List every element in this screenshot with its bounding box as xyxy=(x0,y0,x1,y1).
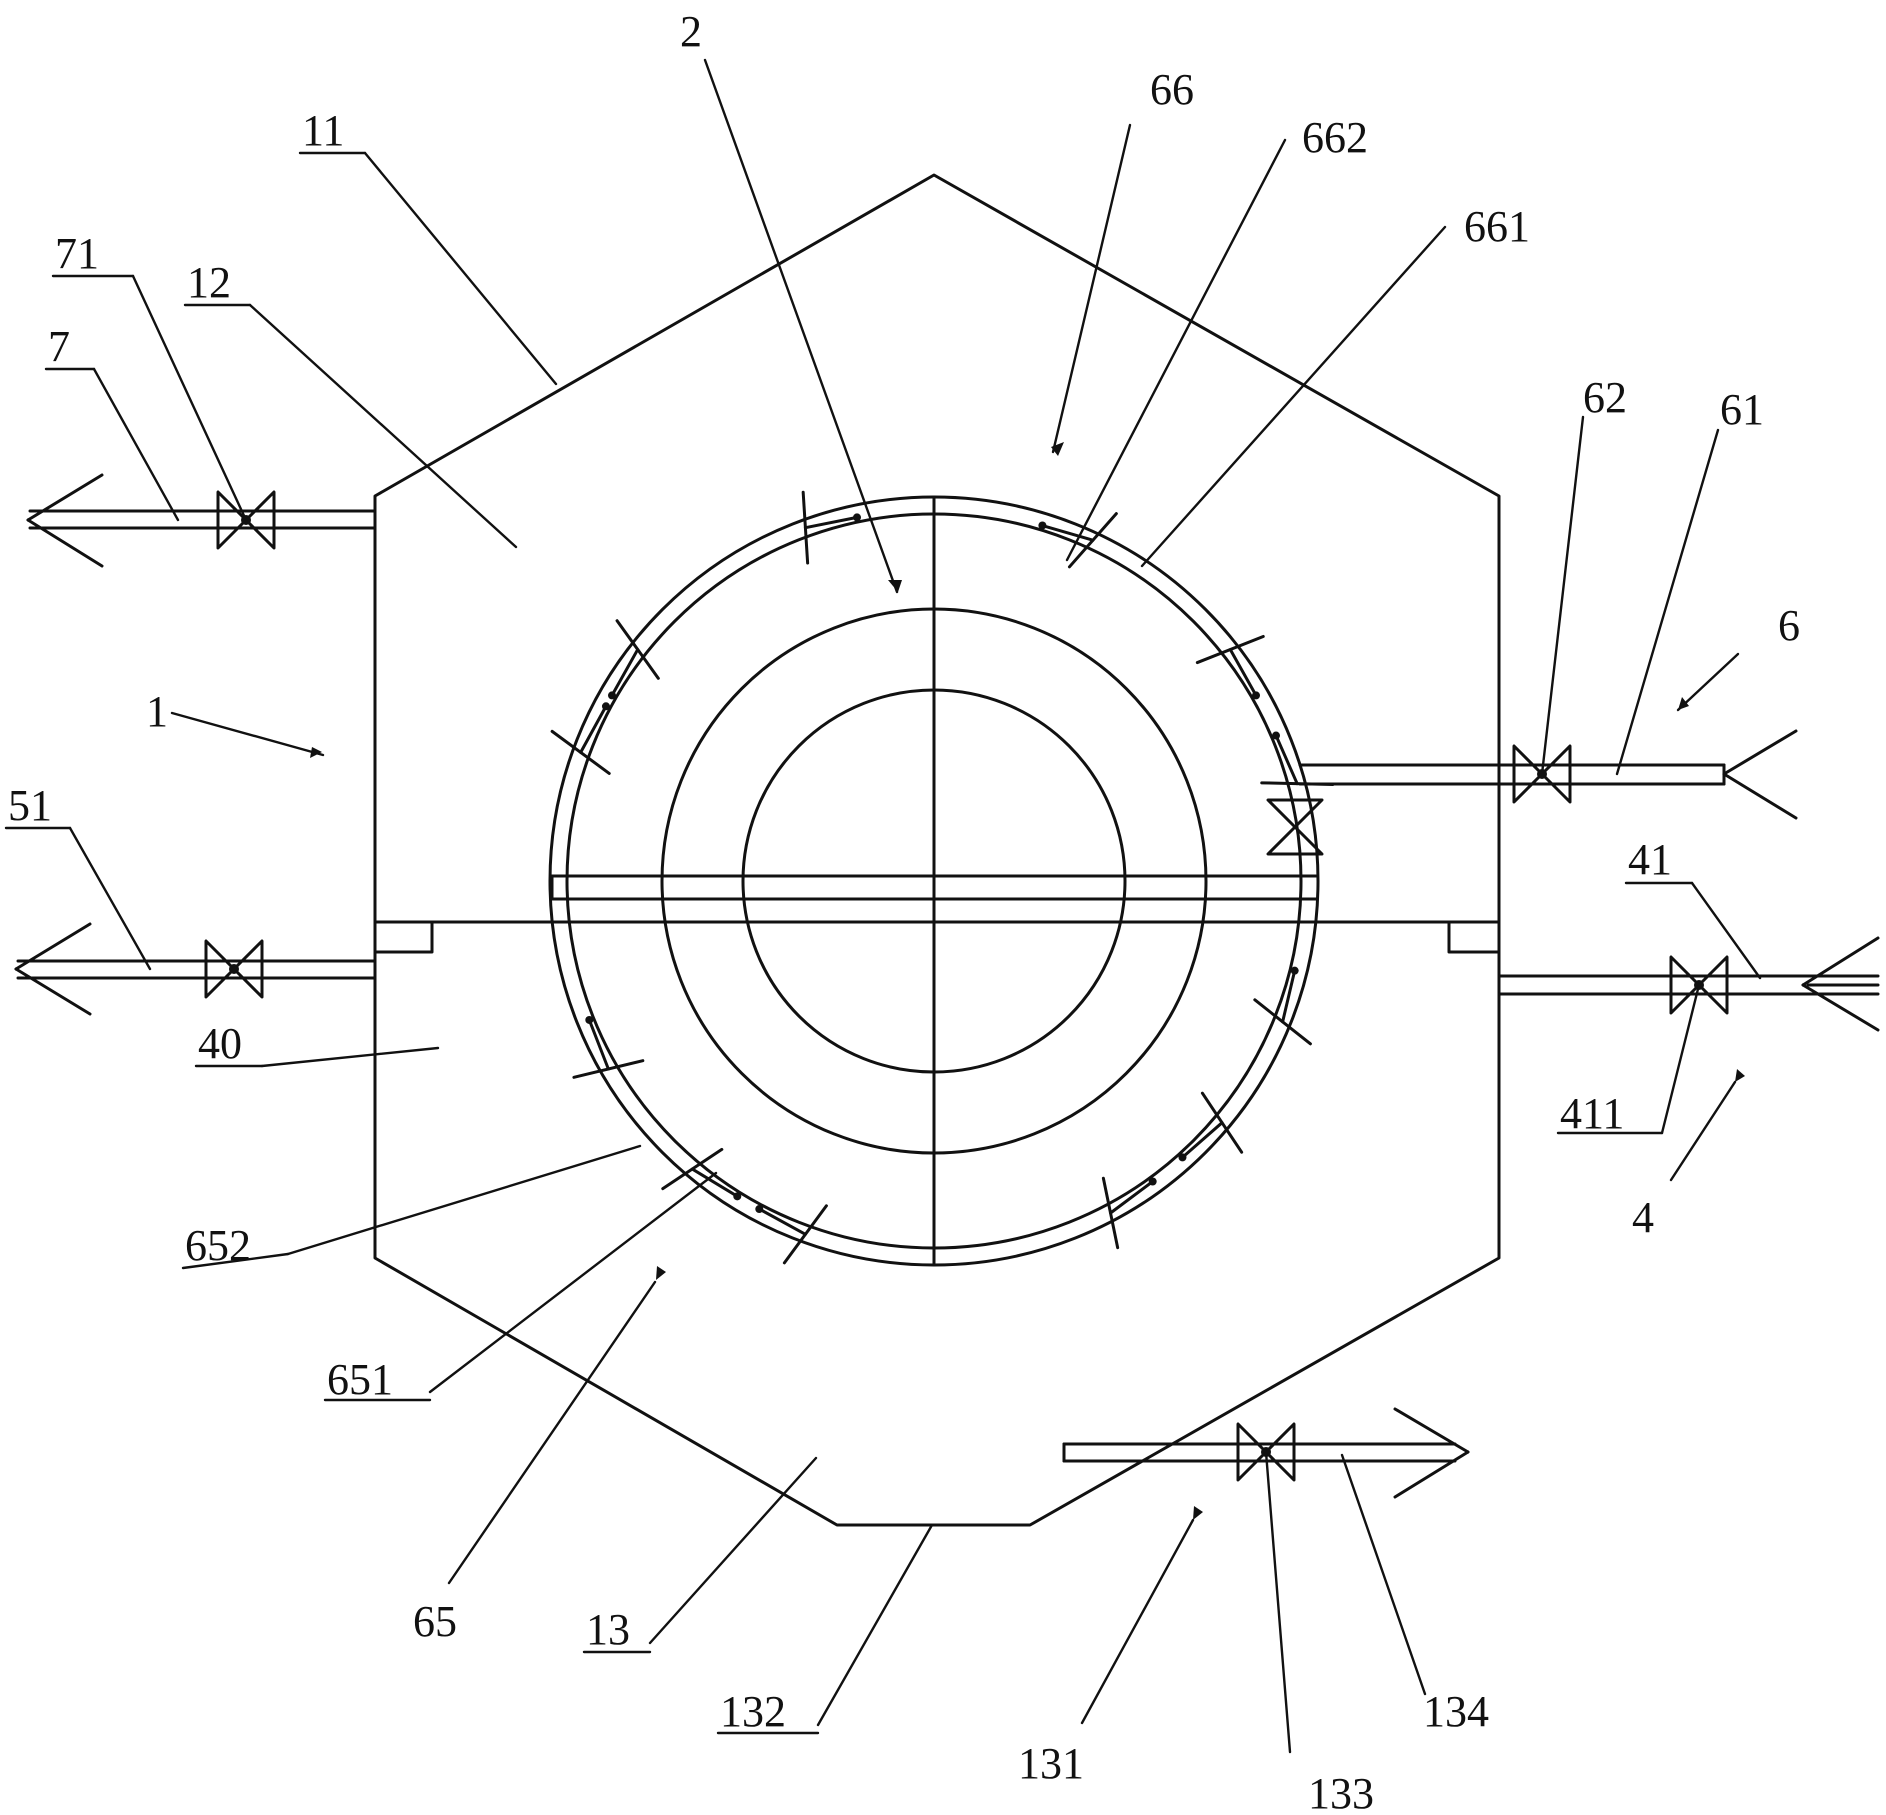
housing xyxy=(373,173,1501,1527)
valve-inner-icon xyxy=(1266,798,1324,856)
label-62: 62 xyxy=(1583,373,1627,422)
nozzle-marker xyxy=(607,619,660,700)
label-1: 1 xyxy=(146,687,168,736)
label-12: 12 xyxy=(187,258,231,307)
label-133: 133 xyxy=(1308,1769,1374,1815)
label-661: 661 xyxy=(1464,202,1530,251)
nozzle-marker xyxy=(1195,634,1265,700)
label-7: 7 xyxy=(48,322,70,371)
label-2: 2 xyxy=(680,7,702,56)
rotor xyxy=(548,495,1320,1267)
label-40: 40 xyxy=(198,1019,242,1068)
label-13: 13 xyxy=(586,1605,630,1654)
housing-upper xyxy=(373,173,1501,924)
arrow-indicators xyxy=(310,442,1745,1520)
label-51: 51 xyxy=(8,781,52,830)
valve-411-icon xyxy=(1669,955,1729,1015)
nozzle-marker xyxy=(1178,1091,1244,1162)
label-11: 11 xyxy=(302,106,344,155)
label-66: 66 xyxy=(1150,65,1194,114)
label-4: 4 xyxy=(1632,1193,1654,1242)
pipe-51 xyxy=(14,922,377,1016)
label-65: 65 xyxy=(413,1597,457,1646)
nozzle-marker xyxy=(550,702,611,775)
leader-lines xyxy=(68,58,1762,1754)
pipe-61 xyxy=(1266,729,1798,856)
pipe-134 xyxy=(1062,1407,1470,1499)
nozzle-marker xyxy=(755,1204,828,1265)
label-6: 6 xyxy=(1778,601,1800,650)
label-131: 131 xyxy=(1018,1739,1084,1788)
label-71: 71 xyxy=(55,229,99,278)
label-662: 662 xyxy=(1302,113,1368,162)
pipe-41 xyxy=(1497,936,1880,1032)
nozzle-marker xyxy=(1260,731,1335,787)
nozzle-marker xyxy=(1101,1176,1157,1250)
labels: 2 66 662 661 11 71 12 7 1 62 61 6 41 51 … xyxy=(8,7,1800,1815)
label-411: 411 xyxy=(1560,1089,1624,1138)
label-134: 134 xyxy=(1423,1687,1489,1736)
nozzles xyxy=(550,490,1335,1265)
label-651: 651 xyxy=(327,1355,393,1404)
label-41: 41 xyxy=(1628,835,1672,884)
housing-lower xyxy=(373,920,1501,1527)
label-61: 61 xyxy=(1720,385,1764,434)
left-flange-notch xyxy=(373,920,434,954)
nozzle-marker xyxy=(1253,966,1312,1046)
label-132: 132 xyxy=(720,1687,786,1736)
nozzle-marker xyxy=(572,1015,645,1079)
pipe-7 xyxy=(26,473,377,568)
nozzle-marker xyxy=(801,490,862,565)
nozzle-marker xyxy=(661,1147,742,1201)
valve-51-icon xyxy=(204,939,264,999)
nozzle-marker xyxy=(1038,512,1118,569)
label-underlines xyxy=(4,151,1694,1735)
label-652: 652 xyxy=(185,1221,251,1270)
right-flange-notch xyxy=(1447,920,1501,954)
